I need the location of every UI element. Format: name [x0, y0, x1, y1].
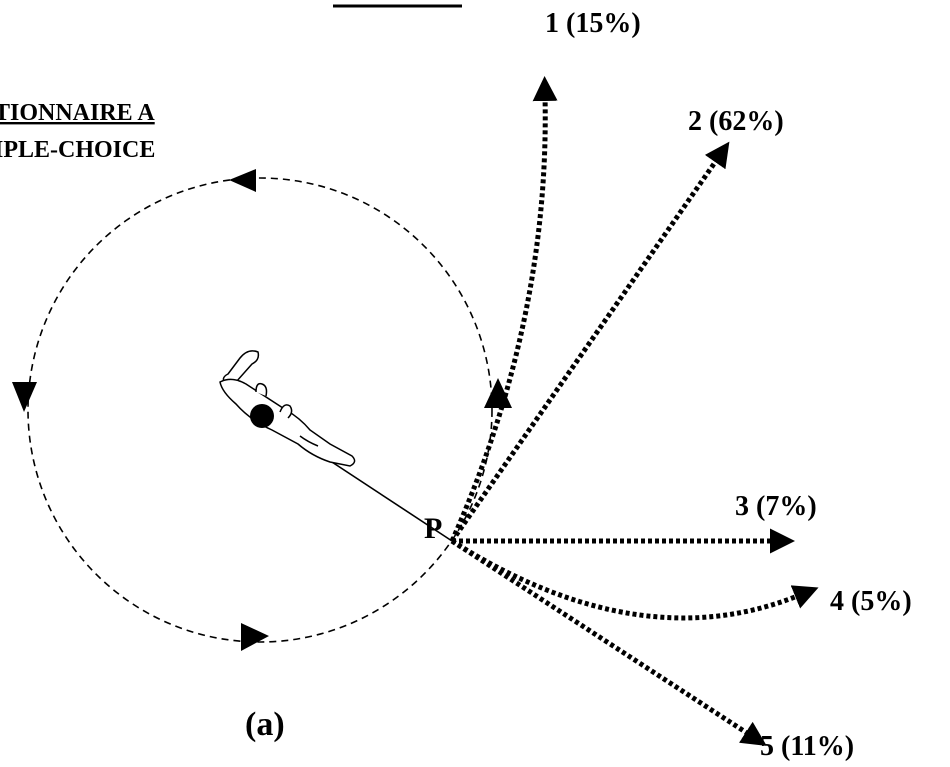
header-line-1: TIONNAIRE A — [0, 100, 155, 126]
trajectory-1 — [449, 76, 558, 543]
choice-label-4: 4 (5%) — [830, 586, 912, 617]
trajectory-4 — [450, 538, 819, 621]
ball — [250, 404, 274, 428]
choice-label-1: 1 (15%) — [545, 8, 641, 39]
trajectories — [449, 76, 819, 746]
circular-path — [27, 177, 493, 643]
choice-label-2: 2 (62%) — [688, 106, 784, 137]
circle-arrow-bottom — [241, 623, 269, 651]
circle-arrow-left — [12, 382, 37, 412]
person-figure — [219, 350, 356, 467]
panel-label: (a) — [245, 706, 285, 743]
trajectory-5 — [450, 538, 767, 746]
choice-label-5: 5 (11%) — [760, 731, 854, 762]
header-line-2: IPLE-CHOICE — [0, 137, 155, 163]
choice-label-3: 3 (7%) — [735, 491, 817, 522]
circle-arrow-top — [229, 169, 256, 192]
trajectory-2 — [449, 141, 730, 543]
point-p-label: P — [424, 512, 442, 545]
